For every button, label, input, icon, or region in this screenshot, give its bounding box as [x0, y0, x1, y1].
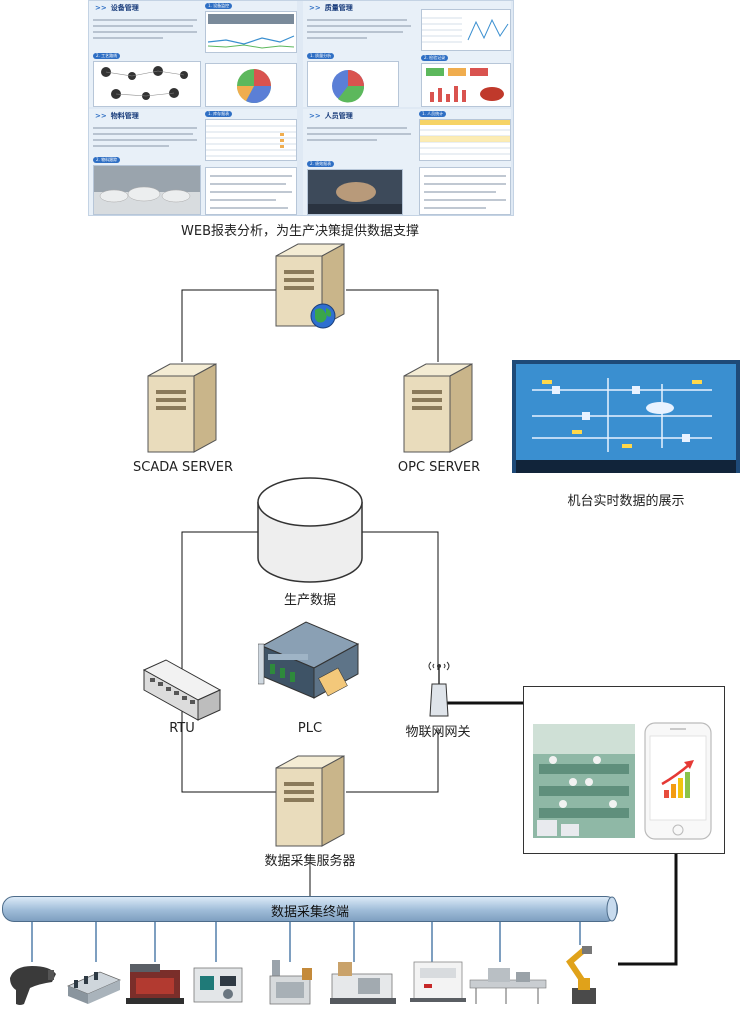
report-panel-quality: >>质量管理 1. 质量分析 2. 检验记录	[303, 1, 511, 107]
panel-tag: 1. 库存报表	[205, 111, 233, 117]
collector-server-icon	[275, 755, 345, 847]
quality-bar-thumbnail	[421, 63, 511, 107]
plc-label: PLC	[297, 721, 323, 736]
barcode-scanner-icon	[10, 966, 56, 1005]
panel-text-lines	[307, 125, 415, 151]
filling-machine-icon	[269, 960, 312, 1005]
panel-tag: 1. 质量分析	[307, 53, 335, 59]
panel-text-lines	[93, 125, 201, 157]
realtime-screen-photo	[512, 360, 740, 473]
report-panel-material: >>物料管理 2. 物料跟踪 1. 库存报表	[89, 109, 297, 215]
bus-label: 数据采集终端	[270, 905, 349, 920]
personnel-list-thumbnail	[419, 167, 511, 215]
material-table-thumbnail	[205, 119, 297, 161]
material-list-thumbnail	[205, 167, 297, 215]
scada-server-label: SCADA SERVER	[133, 460, 233, 475]
labeling-machine-icon	[410, 961, 466, 1002]
panel-title: 设备管理	[110, 4, 139, 12]
process-flow-thumbnail	[93, 61, 201, 107]
web-report-collage: >>设备管理 2. 工艺路线 1. 设备监控 >>质量管理 1. 质量分析 2.…	[88, 0, 514, 216]
panel-text-lines	[93, 17, 201, 49]
personnel-photo-thumbnail	[307, 169, 403, 215]
panel-title: 物料管理	[110, 112, 139, 120]
report-panel-equipment: >>设备管理 2. 工艺路线 1. 设备监控	[89, 1, 297, 107]
line-scada-web	[181, 289, 276, 362]
assembly-machine-icon	[330, 962, 396, 1004]
web-server-icon	[275, 243, 345, 329]
quality-table-thumbnail	[421, 9, 511, 51]
material-photo-thumbnail	[93, 165, 201, 215]
iot-gateway-label: 物联网网关	[405, 725, 471, 740]
equipment-chart-thumbnail	[205, 11, 297, 53]
iot-gateway-icon	[428, 661, 450, 717]
packaging-machine-icon	[193, 967, 243, 1003]
rtu-label: RTU	[169, 721, 195, 736]
opc-server-label: OPC SERVER	[397, 460, 481, 475]
panel-tag: 2. 工艺路线	[93, 53, 121, 59]
line-phone-terminal	[618, 840, 678, 966]
plc-icon	[258, 621, 360, 699]
conveyor-line-icon	[469, 968, 547, 1004]
panel-text-lines	[307, 17, 415, 49]
panel-tag: 1. 设备监控	[205, 3, 233, 9]
realtime-caption: 机台实时数据的展示	[567, 494, 685, 509]
panel-title: 质量管理	[324, 4, 353, 12]
line-gateway-collector	[346, 730, 439, 793]
data-collection-bus: 数据采集终端	[2, 896, 618, 922]
factory-floor-photo	[533, 724, 635, 838]
database-icon	[257, 477, 363, 583]
printing-line-icon	[66, 971, 122, 1004]
scada-server-icon	[147, 363, 217, 453]
robot-arm-icon	[566, 946, 596, 1004]
collector-server-label: 数据采集服务器	[264, 854, 356, 869]
line-db-right-loop	[362, 531, 439, 670]
rtu-icon	[142, 659, 222, 721]
cutting-machine-icon	[126, 964, 184, 1004]
line-db-left-loop	[181, 531, 276, 793]
panel-tag: 1. 人员统计	[419, 111, 447, 117]
opc-server-icon	[403, 363, 473, 453]
pie-chart-thumbnail	[205, 63, 297, 107]
panel-title: 人员管理	[324, 112, 353, 120]
quality-pie-thumbnail	[307, 61, 399, 107]
smartphone-icon	[644, 722, 712, 840]
panel-tag: 2. 绩效报表	[307, 161, 335, 167]
line-web-opc	[346, 289, 439, 362]
bus-end-cap	[606, 896, 618, 922]
panel-tag: 2. 检验记录	[421, 55, 449, 61]
report-caption: WEB报表分析，为生产决策提供数据支撑	[181, 224, 419, 239]
panel-tag: 2. 物料跟踪	[93, 157, 121, 163]
terminal-drop-lines	[31, 920, 581, 962]
database-label: 生产数据	[283, 593, 336, 608]
report-panel-personnel: >>人员管理 2. 绩效报表 1. 人员统计	[303, 109, 511, 215]
personnel-table-thumbnail	[419, 119, 511, 161]
